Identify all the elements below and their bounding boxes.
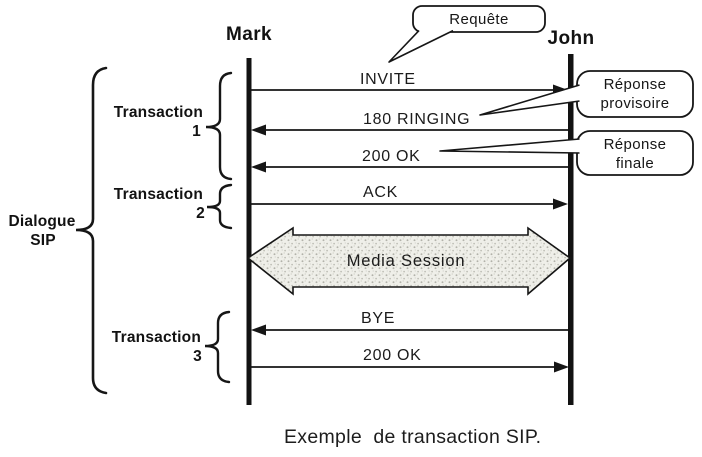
- reponse-provisoire-callout-tail: [479, 84, 580, 116]
- requete-callout-tail: [388, 29, 454, 63]
- reponse-provisoire-label-line2: provisoire: [600, 95, 669, 112]
- reponse-finale-label-line2: finale: [616, 155, 654, 172]
- transaction-1-brace: [205, 71, 233, 181]
- lifeline-john: [568, 54, 574, 405]
- ok2-arrowhead-icon: [554, 361, 569, 373]
- transaction-1-label-line1: Transaction: [114, 104, 203, 121]
- dialogue-sip-label-line2: SIP: [30, 232, 56, 249]
- transaction-2-brace: [206, 183, 233, 230]
- reponse-finale-label-line1: Réponse: [604, 136, 667, 153]
- transaction-3-brace: [204, 310, 231, 384]
- transaction-1-label-line2: 1: [192, 123, 201, 140]
- transaction-2-label-line2: 2: [196, 205, 205, 222]
- ringing-arrowhead-icon: [251, 124, 266, 136]
- requete-callout-bubble: [412, 5, 546, 33]
- media-session-arrow: [246, 226, 572, 296]
- actor-label-john: John: [548, 28, 595, 49]
- transaction-3-label-line2: 3: [193, 348, 202, 365]
- transaction-3-label-line1: Transaction: [112, 329, 201, 346]
- figure-caption: Exemple de transaction SIP.: [284, 426, 542, 448]
- ok1-arrowhead-icon: [251, 161, 266, 173]
- lifeline-mark: [246, 58, 252, 405]
- message-label-bye: BYE: [361, 310, 395, 327]
- message-label-ringing: 180 RINGING: [363, 111, 470, 128]
- message-label-ok1: 200 OK: [362, 148, 420, 165]
- message-label-media-session: Media Session: [347, 252, 466, 270]
- reponse-provisoire-label-line1: Réponse: [604, 76, 667, 93]
- message-label-invite: INVITE: [360, 71, 416, 88]
- requete-callout-label: Requête: [449, 11, 509, 28]
- ack-arrowhead-icon: [553, 198, 568, 210]
- message-label-ack: ACK: [363, 184, 398, 201]
- bye-arrowhead-icon: [251, 324, 266, 336]
- dialogue-sip-brace: [75, 66, 108, 395]
- transaction-2-label-line1: Transaction: [114, 186, 203, 203]
- dialogue-sip-label-line1: Dialogue: [8, 213, 75, 230]
- reponse-finale-callout-tail: [439, 138, 580, 154]
- actor-label-mark: Mark: [226, 24, 272, 45]
- message-label-ok2: 200 OK: [363, 347, 421, 364]
